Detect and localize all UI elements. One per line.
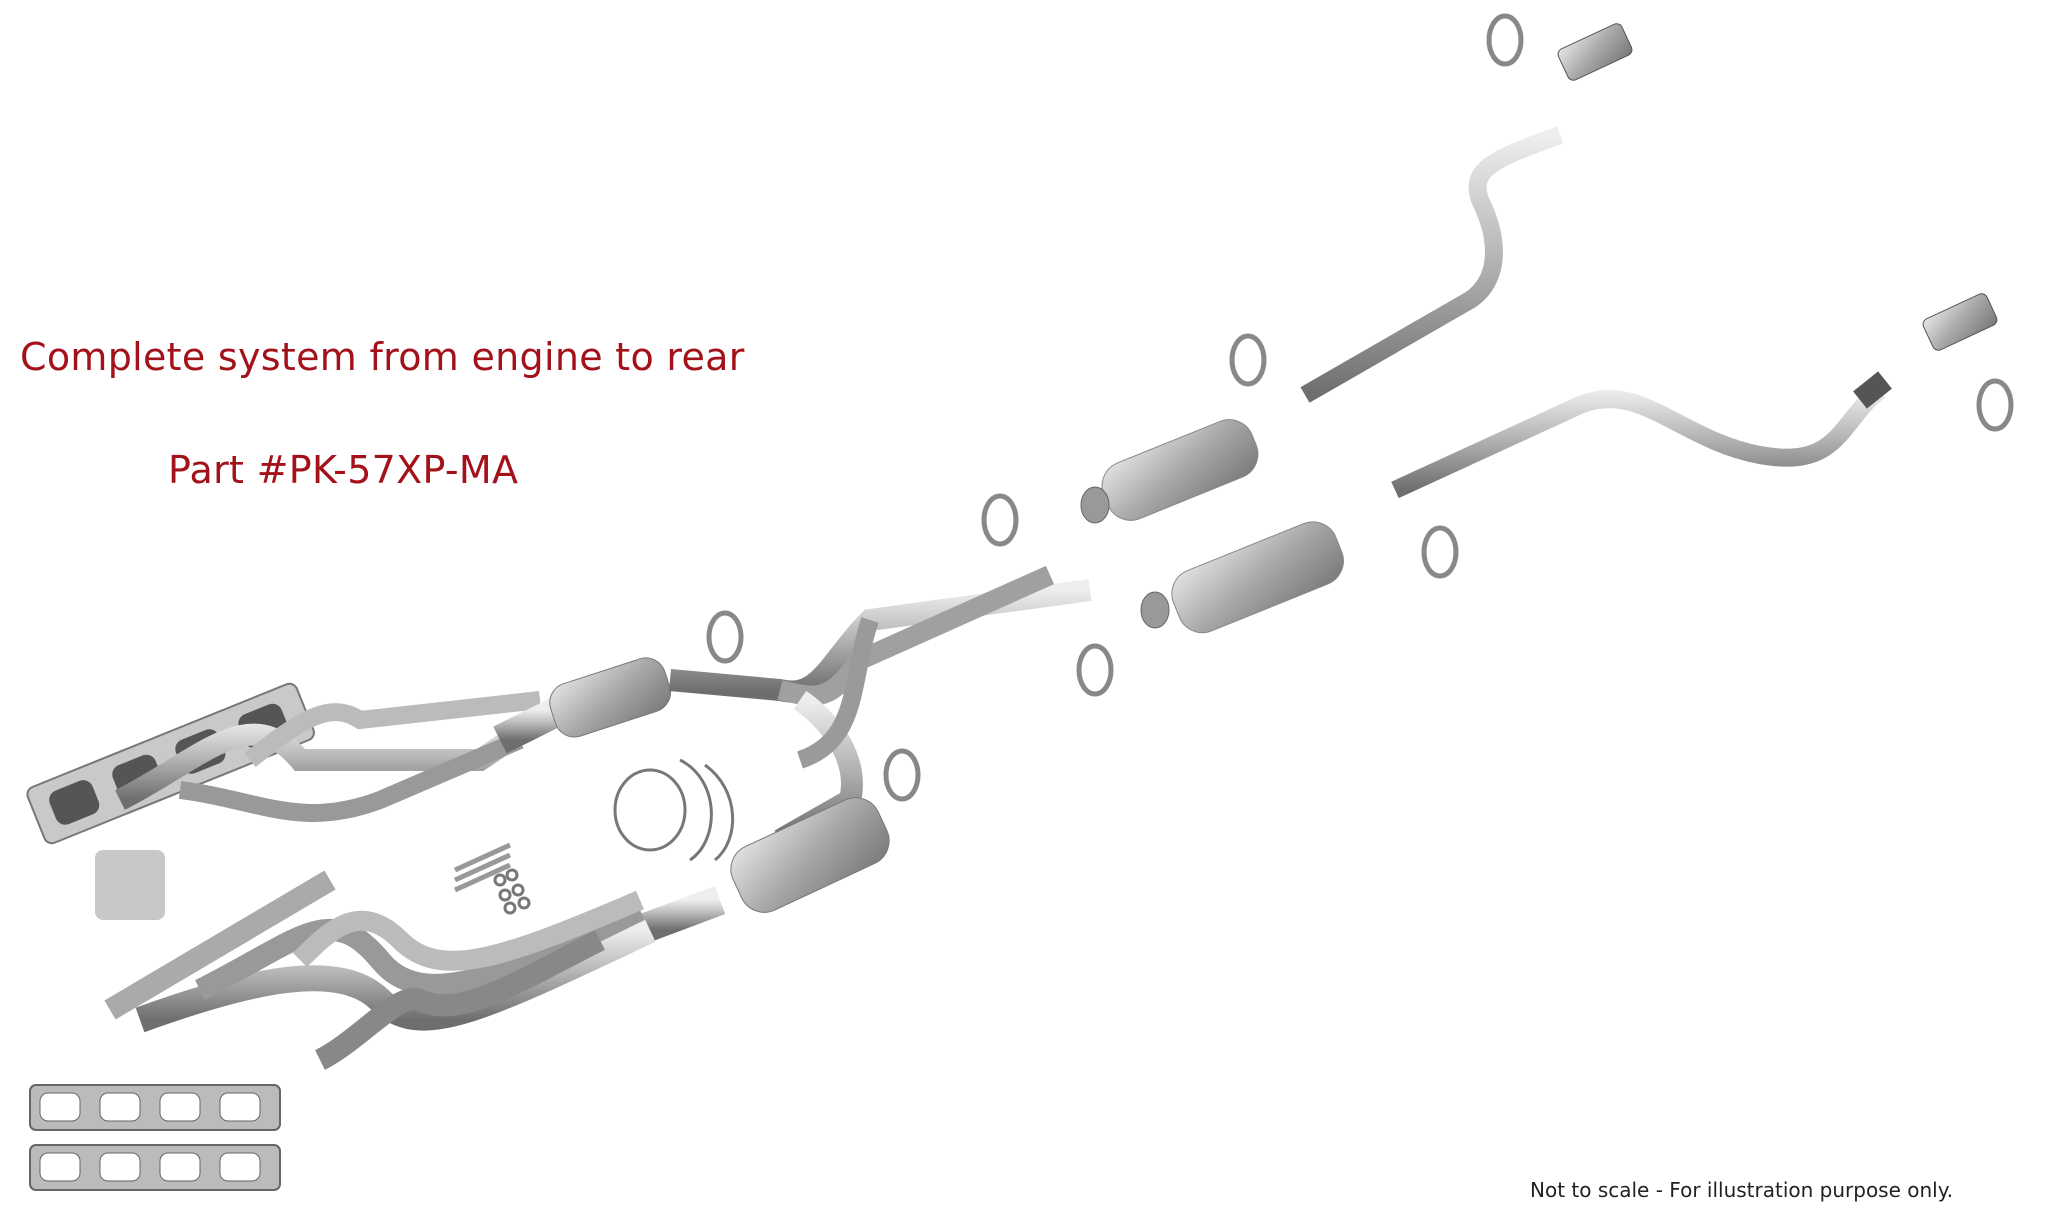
- studs: [453, 842, 512, 893]
- upper-catalytic-converter: [493, 579, 1092, 754]
- upper-tailpipe: [1300, 126, 1564, 403]
- upper-exhaust-tip: [1557, 23, 1633, 81]
- header-gaskets: [29, 1084, 281, 1191]
- band-clamps: [706, 13, 2014, 802]
- upper-muffler: [1080, 419, 1259, 524]
- lower-muffler: [1140, 521, 1344, 634]
- lower-catalytic-converter: [634, 797, 890, 945]
- upper-header: [26, 682, 547, 845]
- x-pipe: [774, 565, 1055, 850]
- part-number: Part #PK-57XP-MA: [168, 448, 519, 492]
- system-title: Complete system from engine to rear: [20, 335, 745, 379]
- lower-tailpipe: [1391, 371, 1892, 499]
- lower-exhaust-tip: [1922, 293, 1998, 351]
- o2-sensor-extensions: [613, 758, 735, 862]
- lower-header: [104, 870, 656, 1070]
- scale-disclaimer: Not to scale - For illustration purpose …: [1530, 1178, 1954, 1202]
- header-bolts: [95, 850, 165, 920]
- hardware-kit: [493, 868, 531, 915]
